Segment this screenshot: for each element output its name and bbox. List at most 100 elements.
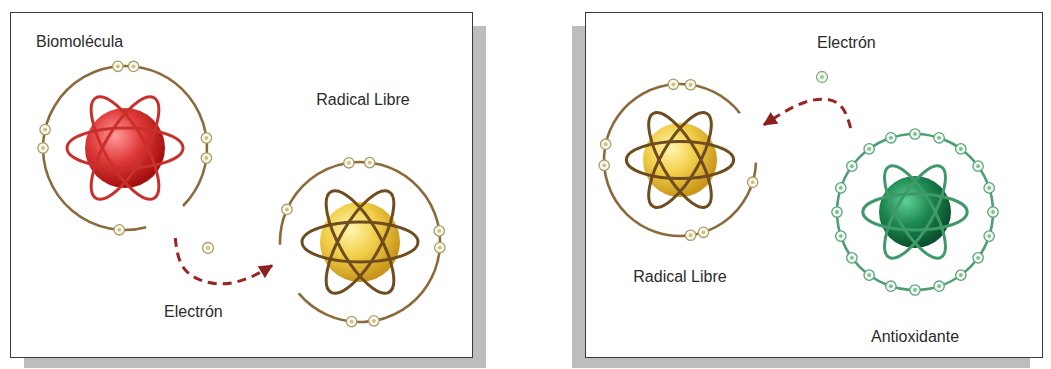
electron — [201, 153, 211, 163]
electron — [38, 143, 48, 153]
electron — [668, 79, 678, 89]
atom-label: Biomolécula — [36, 32, 123, 51]
electron-core — [206, 246, 210, 250]
electron-core — [602, 163, 606, 167]
electron-dot — [435, 242, 445, 252]
electron-shell — [604, 84, 756, 236]
atom-node: Radical Libre — [596, 76, 764, 288]
electron-dot — [344, 158, 354, 168]
electron-dot — [668, 79, 678, 89]
free-electron — [817, 72, 828, 83]
electron-core — [987, 234, 991, 238]
electron-core — [116, 64, 120, 68]
electron — [435, 242, 445, 252]
electron — [344, 158, 354, 168]
free-electron — [203, 243, 214, 254]
electron — [988, 207, 998, 217]
orbital — [626, 142, 733, 179]
electron — [128, 61, 138, 71]
electron — [434, 226, 444, 236]
electron — [886, 133, 896, 143]
electron-dot — [113, 61, 123, 71]
electron-core — [204, 136, 208, 140]
electron-core — [889, 136, 893, 140]
electron-core — [839, 186, 843, 190]
atom-shape — [32, 30, 218, 238]
electron — [864, 144, 874, 154]
orbital — [302, 222, 418, 262]
electron-dot — [847, 161, 857, 171]
electron-core — [850, 164, 854, 168]
orbital — [873, 158, 956, 266]
nucleus — [85, 108, 165, 188]
electron-core — [117, 228, 121, 232]
electron-dot — [698, 227, 708, 237]
orbital — [863, 194, 967, 230]
electron — [984, 183, 994, 193]
electron-core — [987, 186, 991, 190]
electron-shell — [837, 134, 993, 290]
electron-core — [820, 75, 824, 79]
electron-core — [437, 229, 441, 233]
atom-node: Biomolécula — [32, 30, 218, 238]
electron-dot — [128, 61, 138, 71]
electron — [346, 316, 356, 326]
electron-dot — [114, 225, 124, 235]
orbital — [637, 104, 723, 215]
atom-label: Radical Libre — [316, 90, 409, 109]
edge-label: Electrón — [162, 302, 225, 321]
electron — [984, 231, 994, 241]
electron-core — [372, 319, 376, 323]
electron — [369, 316, 379, 326]
electron-dot — [988, 207, 998, 217]
orbital — [79, 88, 172, 208]
orbital — [67, 128, 183, 168]
electron — [934, 133, 944, 143]
electron-shell — [43, 66, 207, 230]
electron — [698, 227, 708, 237]
electron — [886, 281, 896, 291]
electron-dot — [685, 230, 695, 240]
electron-core — [347, 161, 351, 165]
electron-dot — [203, 243, 214, 254]
electron — [113, 61, 123, 71]
electron-core — [204, 156, 208, 160]
edge-label: Electrón — [815, 33, 878, 52]
panel-frame — [586, 13, 1043, 358]
electron-dot — [984, 231, 994, 241]
electron — [956, 144, 966, 154]
electron — [832, 207, 842, 217]
electron-core — [850, 256, 854, 260]
electron-dot — [886, 133, 896, 143]
electron — [685, 230, 695, 240]
electron-core — [604, 142, 608, 146]
electron-dot — [599, 160, 609, 170]
electron-core — [867, 147, 871, 151]
electron-core — [889, 284, 893, 288]
electron-core — [839, 234, 843, 238]
electron-core — [959, 273, 963, 277]
electron — [282, 204, 292, 214]
electron-core — [368, 161, 372, 165]
orbital — [637, 104, 723, 215]
electron — [847, 253, 857, 263]
atom-node: Antioxidante — [828, 128, 1002, 348]
nucleus — [879, 176, 951, 248]
electron-core — [751, 180, 755, 184]
electron-dot — [747, 177, 757, 187]
electron-dot — [836, 231, 846, 241]
electron-dot — [685, 80, 695, 90]
electron-core — [937, 284, 941, 288]
panel-frame — [11, 13, 473, 358]
electron-dot — [910, 129, 920, 139]
electron-dot — [365, 157, 375, 167]
electron-core — [41, 146, 45, 150]
atom-shape — [828, 128, 1002, 348]
electron-core — [976, 256, 980, 260]
electron-core — [913, 288, 917, 292]
electron-core — [976, 164, 980, 168]
electron-core — [671, 82, 675, 86]
electron-core — [285, 208, 289, 212]
electron — [836, 231, 846, 241]
nucleus — [320, 202, 400, 282]
